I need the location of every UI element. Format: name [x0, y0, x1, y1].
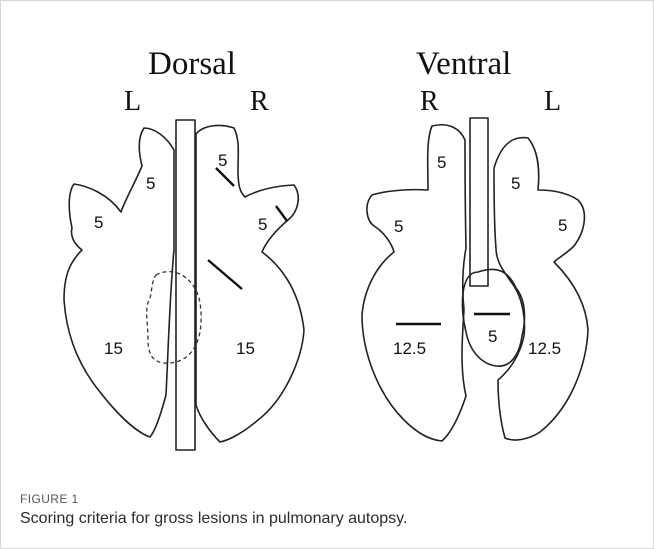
dorsal-score-right-upper: 5 [258, 215, 267, 234]
dorsal-mark-2 [276, 206, 287, 221]
dorsal-left-lung [64, 128, 174, 437]
ventral-left-lung [494, 138, 588, 440]
dorsal-accessory-lobe [147, 272, 201, 364]
ventral-score-right-lower: 12.5 [393, 339, 426, 358]
figure-label: FIGURE 1 [20, 492, 79, 506]
ventral-trachea [470, 118, 488, 286]
ventral-view: Ventral R L 5 5 12.5 5 5 5 12.5 [362, 46, 588, 441]
lung-scoring-diagram: Dorsal L R 5 5 15 5 5 15 Ventral R L [0, 0, 654, 480]
ventral-score-accessory: 5 [488, 327, 497, 346]
ventral-accessory-lobe [462, 269, 524, 366]
dorsal-title: Dorsal [148, 46, 236, 82]
ventral-score-left-lower: 12.5 [528, 339, 561, 358]
dorsal-mark-1 [216, 168, 234, 186]
ventral-score-left-upper-top: 5 [511, 174, 520, 193]
dorsal-left-label: L [124, 86, 141, 117]
dorsal-right-lung [196, 126, 304, 442]
ventral-title: Ventral [416, 46, 511, 82]
dorsal-score-left-upper: 5 [94, 213, 103, 232]
ventral-left-label: R [420, 86, 439, 117]
dorsal-trachea [176, 120, 195, 450]
ventral-score-right-upper: 5 [394, 217, 403, 236]
dorsal-score-left-lower: 15 [104, 339, 123, 358]
dorsal-score-left-upper-small: 5 [146, 174, 155, 193]
ventral-score-right-upper-top: 5 [437, 153, 446, 172]
dorsal-view: Dorsal L R 5 5 15 5 5 15 [64, 46, 304, 450]
ventral-score-left-upper: 5 [558, 216, 567, 235]
ventral-right-label: L [544, 86, 561, 117]
dorsal-mark-3 [208, 260, 242, 289]
ventral-right-lung [362, 125, 466, 441]
figure-caption: Scoring criteria for gross lesions in pu… [20, 510, 407, 528]
dorsal-score-right-upper-top: 5 [218, 151, 227, 170]
dorsal-right-label: R [250, 86, 269, 117]
dorsal-score-right-lower: 15 [236, 339, 255, 358]
